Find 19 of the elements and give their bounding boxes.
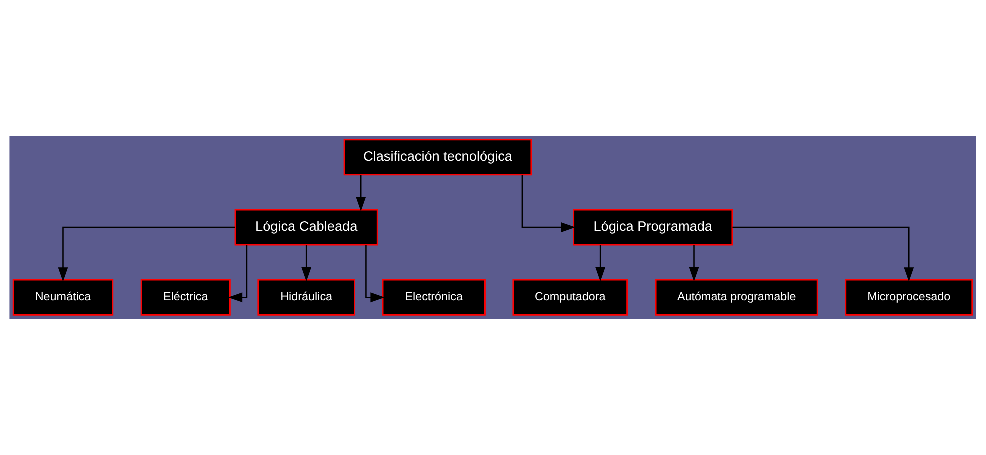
arrow	[302, 245, 312, 282]
node-box: Neumática	[12, 279, 114, 316]
node-box: Electrónica	[382, 279, 486, 316]
node-box: Computadora	[512, 279, 628, 316]
arrow	[58, 226, 236, 282]
arrow	[366, 245, 385, 303]
arrow	[732, 226, 914, 282]
node-box: Lógica Programada	[573, 209, 734, 246]
node-box: Microprocesado	[845, 279, 974, 316]
node-box: Eléctrica	[140, 279, 231, 316]
node-box: Hidráulica	[258, 279, 356, 316]
node-box: Autómata programable	[655, 279, 818, 316]
node-box: Lógica Cableada	[234, 209, 378, 246]
arrow	[522, 175, 576, 232]
arrow	[689, 245, 700, 282]
arrow	[596, 245, 606, 282]
arrow	[356, 175, 366, 212]
arrow	[228, 245, 248, 303]
node-box: Clasificación tecnológica	[344, 139, 532, 176]
